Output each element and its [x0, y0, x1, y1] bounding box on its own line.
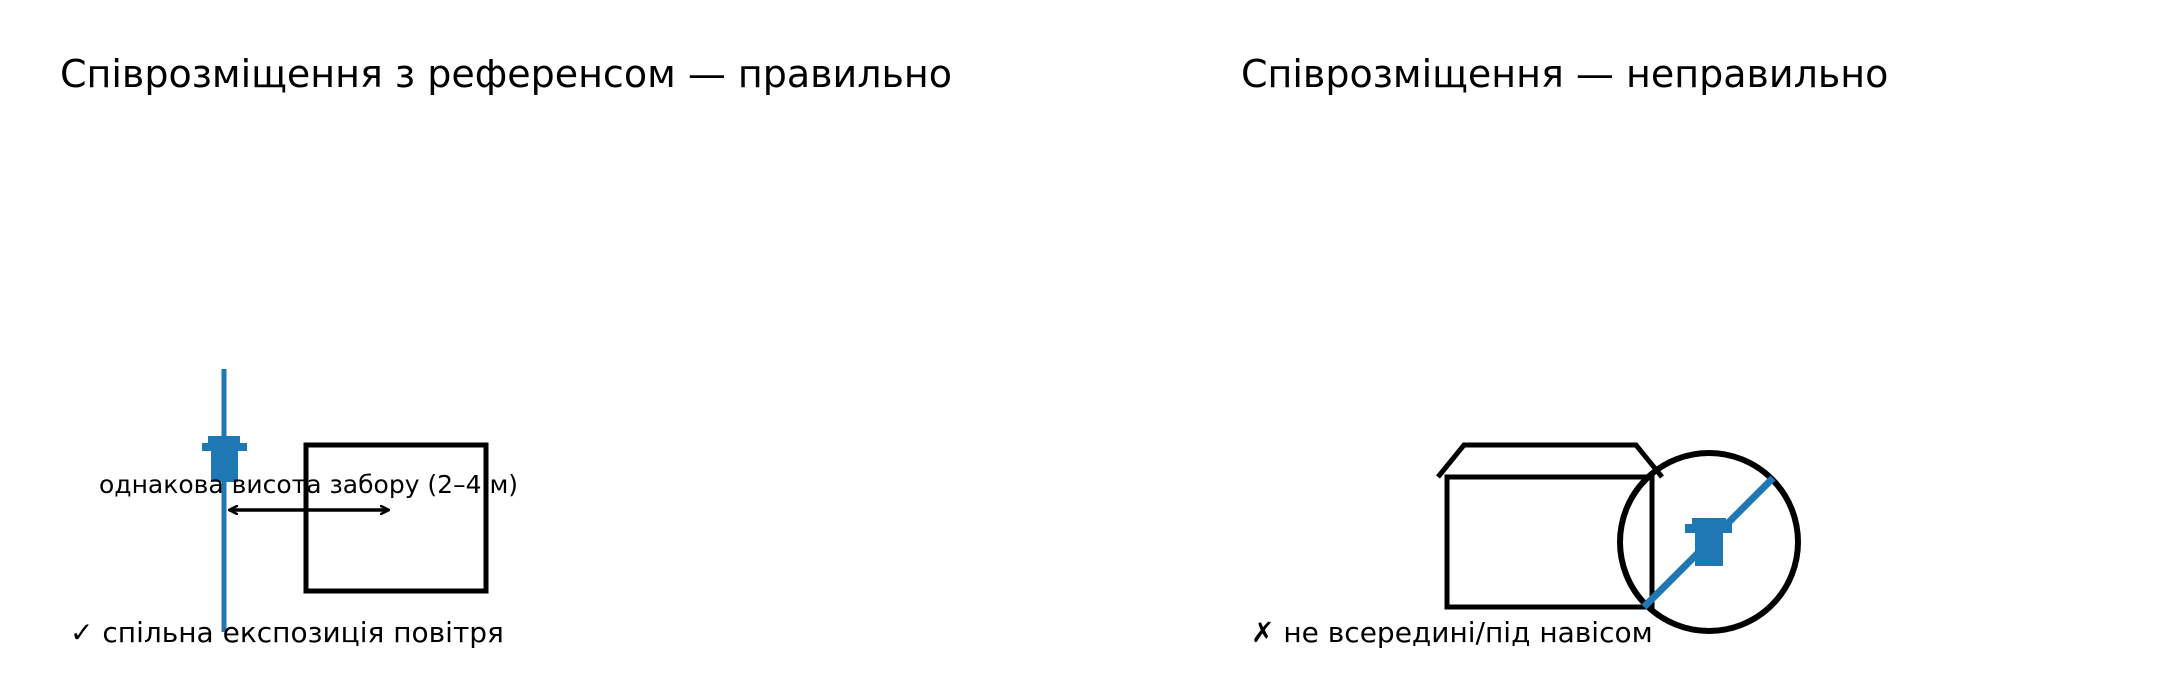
intake-height-label: однакова висота забору (2–4 м) — [99, 470, 518, 499]
reference-station-box — [303, 442, 489, 594]
panel-title-correct: Співрозміщення з референсом — правильно — [60, 52, 953, 96]
correct-colocation-scene: однакова висота забору (2–4 м) ✓ спільна… — [70, 369, 518, 649]
shelter-icon — [1436, 442, 1664, 610]
sensor-icon — [202, 436, 247, 482]
correct-caption: ✓ спільна експозиція повітря — [70, 616, 504, 649]
panel-title-incorrect: Співрозміщення — неправильно — [1241, 52, 1889, 96]
incorrect-colocation-scene: ✗ не всередині/під навісом — [1251, 442, 1801, 649]
incorrect-caption: ✗ не всередині/під навісом — [1251, 616, 1653, 649]
sensor-icon — [1685, 518, 1732, 566]
